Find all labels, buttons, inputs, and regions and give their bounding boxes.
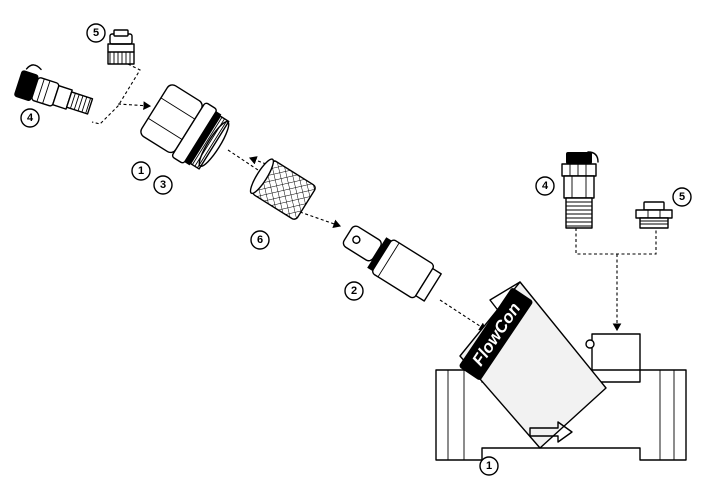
strainer-cover [140,84,230,170]
svg-text:3: 3 [160,179,166,191]
flow-direction-arrow-icon [529,421,573,443]
valve-body: FlowCon [435,281,687,461]
svg-text:1: 1 [486,460,492,472]
drain-fitting-left [14,64,94,115]
callout-strainer-screen: 6 [250,230,270,250]
callout-drain-fitting-right: 4 [535,176,555,196]
guide-line-right-parts [575,226,657,255]
svg-text:5: 5 [93,27,99,39]
svg-text:5: 5 [679,191,685,203]
callout-insert: 2 [344,281,364,301]
svg-text:2: 2 [351,285,357,297]
assembly-guide-lines [91,63,657,332]
valve-insert [342,225,442,302]
guide-line-to-screen [248,156,267,165]
svg-text:4: 4 [542,180,549,192]
callout-vent-plug-right: 5 [672,187,692,207]
svg-text:1: 1 [138,165,144,177]
svg-text:4: 4 [27,112,34,124]
svg-text:6: 6 [257,234,263,246]
vent-plug-right [635,201,673,229]
vent-plug-top [107,29,135,65]
strainer-screen [249,158,316,220]
callout-cover: 3 [153,175,173,195]
guide-line-plug-to-cover [91,63,141,125]
guide-line-to-cover [117,101,152,110]
guide-line-screen-to-insert [299,211,342,228]
callout-vent-plug-top: 5 [86,23,106,43]
callout-cover-body-ref: 1 [131,161,151,181]
drain-fitting-right [561,151,599,229]
guide-line-cover-to-screen [227,149,259,171]
guide-line-insert-to-body [439,299,487,331]
callout-drain-fitting-left: 4 [20,108,40,128]
o-ring [198,121,230,167]
callout-valve-body: 1 [479,456,499,476]
